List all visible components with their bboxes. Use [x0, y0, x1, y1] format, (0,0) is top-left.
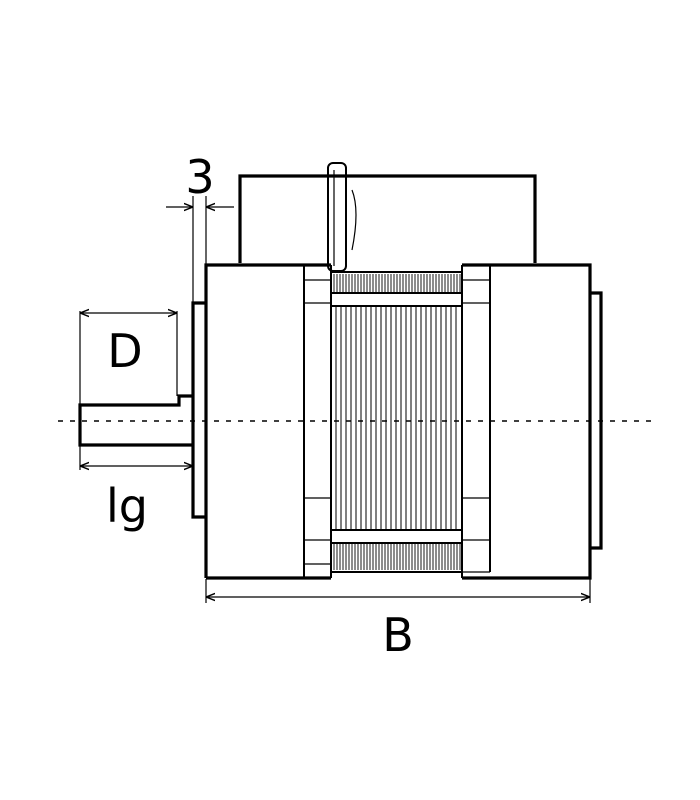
dimension-B: B	[205, 579, 591, 662]
shaft-diameter-label: lg	[106, 479, 148, 533]
dimension-gap: 3	[166, 150, 234, 303]
shaft	[78, 394, 193, 447]
front-flange	[191, 301, 206, 519]
fin-ticks-top	[333, 274, 461, 292]
gap-label: 3	[185, 150, 214, 204]
body-length-label: B	[382, 608, 414, 662]
dimension-lg: lg	[79, 446, 192, 533]
dimension-D: D	[79, 311, 178, 404]
stator-fins	[330, 271, 463, 573]
fin-lines	[335, 306, 457, 530]
left-shield-ticks	[304, 279, 490, 541]
terminal-bolt	[327, 162, 347, 272]
shaft-length-label: D	[107, 324, 142, 378]
fin-ticks-bottom	[333, 544, 461, 570]
terminal-box	[238, 174, 537, 263]
